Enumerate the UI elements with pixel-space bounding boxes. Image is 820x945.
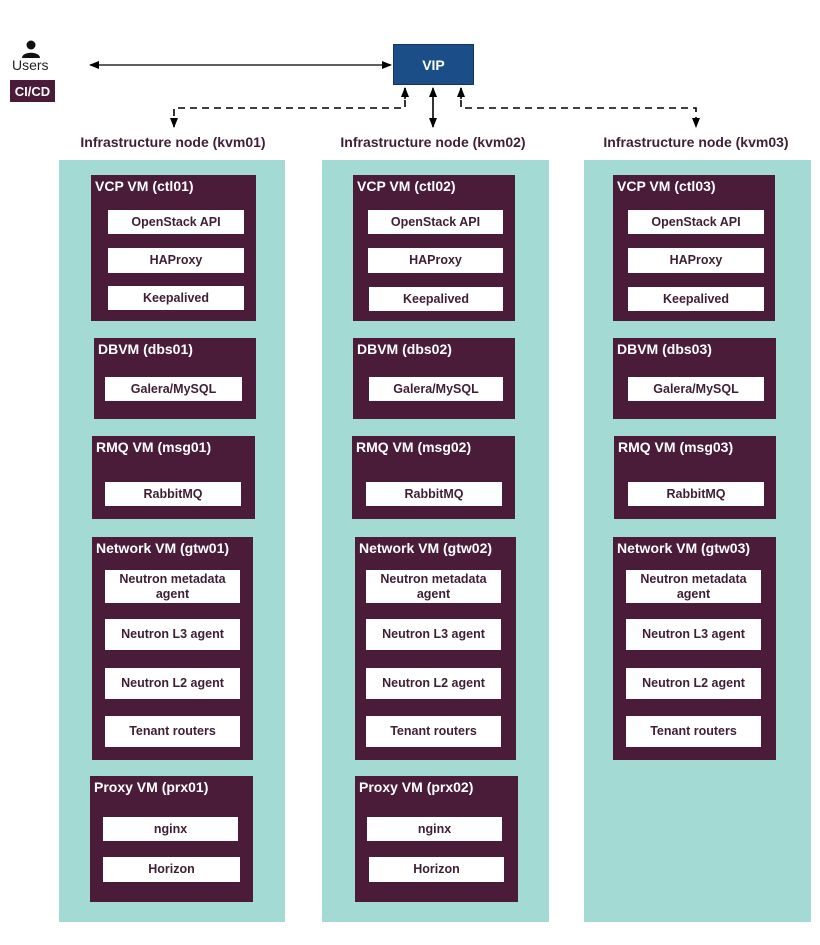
vm-title: Proxy VM (prx01) bbox=[94, 779, 209, 795]
service-neutron-metadata-agent[interactable]: Neutron metadata agent bbox=[105, 570, 240, 603]
vm-box[interactable]: DBVM (dbs03) Galera/MySQL bbox=[613, 338, 776, 419]
service-neutron-l2-agent[interactable]: Neutron L2 agent bbox=[105, 668, 240, 699]
vm-box[interactable]: DBVM (dbs01) Galera/MySQL bbox=[94, 338, 256, 419]
service-haproxy[interactable]: HAProxy bbox=[108, 248, 244, 273]
service-horizon[interactable]: Horizon bbox=[369, 857, 504, 882]
vip-kvm03-dashed-arrow bbox=[460, 88, 700, 128]
service-galera-mysql[interactable]: Galera/MySQL bbox=[628, 377, 764, 401]
vm-title: VCP VM (ctl02) bbox=[357, 178, 456, 194]
vm-title: DBVM (dbs01) bbox=[98, 341, 193, 357]
service-tenant-routers[interactable]: Tenant routers bbox=[626, 716, 761, 747]
vm-title: VCP VM (ctl03) bbox=[617, 178, 716, 194]
vm-box[interactable]: RMQ VM (msg03) RabbitMQ bbox=[614, 436, 776, 519]
service-tenant-routers[interactable]: Tenant routers bbox=[366, 716, 501, 747]
vip-kvm01-dashed-arrow bbox=[170, 88, 406, 128]
vm-box[interactable]: Network VM (gtw03) Neutron metadata agent… bbox=[613, 537, 776, 760]
service-nginx[interactable]: nginx bbox=[103, 817, 238, 841]
service-neutron-l3-agent[interactable]: Neutron L3 agent bbox=[366, 619, 501, 650]
users-label: Users bbox=[12, 57, 49, 73]
service-openstack-api[interactable]: OpenStack API bbox=[368, 210, 503, 234]
service-neutron-metadata-agent[interactable]: Neutron metadata agent bbox=[366, 570, 501, 603]
vm-title: RMQ VM (msg02) bbox=[356, 439, 472, 455]
service-rabbitmq[interactable]: RabbitMQ bbox=[628, 482, 764, 506]
service-neutron-l3-agent[interactable]: Neutron L3 agent bbox=[105, 619, 240, 650]
vm-box[interactable]: Network VM (gtw02) Neutron metadata agent… bbox=[355, 537, 516, 760]
node-title: Infrastructure node (kvm02) bbox=[340, 134, 526, 150]
service-openstack-api[interactable]: OpenStack API bbox=[108, 210, 244, 234]
vm-title: Network VM (gtw02) bbox=[359, 540, 493, 556]
service-horizon[interactable]: Horizon bbox=[103, 857, 240, 882]
vm-title: RMQ VM (msg01) bbox=[96, 439, 212, 455]
service-openstack-api[interactable]: OpenStack API bbox=[628, 210, 764, 234]
service-haproxy[interactable]: HAProxy bbox=[368, 248, 503, 273]
service-keepalived[interactable]: Keepalived bbox=[369, 287, 503, 311]
vm-title: Network VM (gtw03) bbox=[617, 540, 751, 556]
vm-box[interactable]: RMQ VM (msg01) RabbitMQ bbox=[92, 436, 255, 519]
vm-box[interactable]: DBVM (dbs02) Galera/MySQL bbox=[353, 338, 515, 419]
vm-title: DBVM (dbs02) bbox=[357, 341, 452, 357]
vm-box[interactable]: Network VM (gtw01) Neutron metadata agent… bbox=[92, 537, 253, 760]
service-rabbitmq[interactable]: RabbitMQ bbox=[105, 482, 241, 506]
service-neutron-metadata-agent[interactable]: Neutron metadata agent bbox=[626, 570, 761, 603]
service-rabbitmq[interactable]: RabbitMQ bbox=[366, 482, 502, 506]
node-title: Infrastructure node (kvm01) bbox=[80, 134, 266, 150]
vm-title: Network VM (gtw01) bbox=[96, 540, 230, 556]
service-neutron-l2-agent[interactable]: Neutron L2 agent bbox=[366, 668, 501, 699]
service-galera-mysql[interactable]: Galera/MySQL bbox=[369, 377, 503, 401]
service-tenant-routers[interactable]: Tenant routers bbox=[105, 716, 240, 747]
service-neutron-l3-agent[interactable]: Neutron L3 agent bbox=[626, 619, 761, 650]
vm-title: RMQ VM (msg03) bbox=[618, 439, 734, 455]
service-neutron-l2-agent[interactable]: Neutron L2 agent bbox=[626, 668, 761, 699]
vm-title: VCP VM (ctl01) bbox=[95, 178, 194, 194]
vm-box[interactable]: RMQ VM (msg02) RabbitMQ bbox=[352, 436, 515, 519]
vm-title: DBVM (dbs03) bbox=[617, 341, 712, 357]
service-keepalived[interactable]: Keepalived bbox=[628, 287, 764, 311]
node-title: Infrastructure node (kvm03) bbox=[603, 134, 789, 150]
cicd-badge: CI/CD bbox=[10, 80, 55, 102]
user-icon bbox=[22, 40, 40, 58]
service-haproxy[interactable]: HAProxy bbox=[628, 248, 764, 273]
vip-box[interactable]: VIP bbox=[393, 44, 474, 85]
vm-title: Proxy VM (prx02) bbox=[359, 779, 474, 795]
service-keepalived[interactable]: Keepalived bbox=[108, 286, 244, 310]
service-galera-mysql[interactable]: Galera/MySQL bbox=[105, 377, 242, 401]
service-nginx[interactable]: nginx bbox=[367, 817, 502, 841]
